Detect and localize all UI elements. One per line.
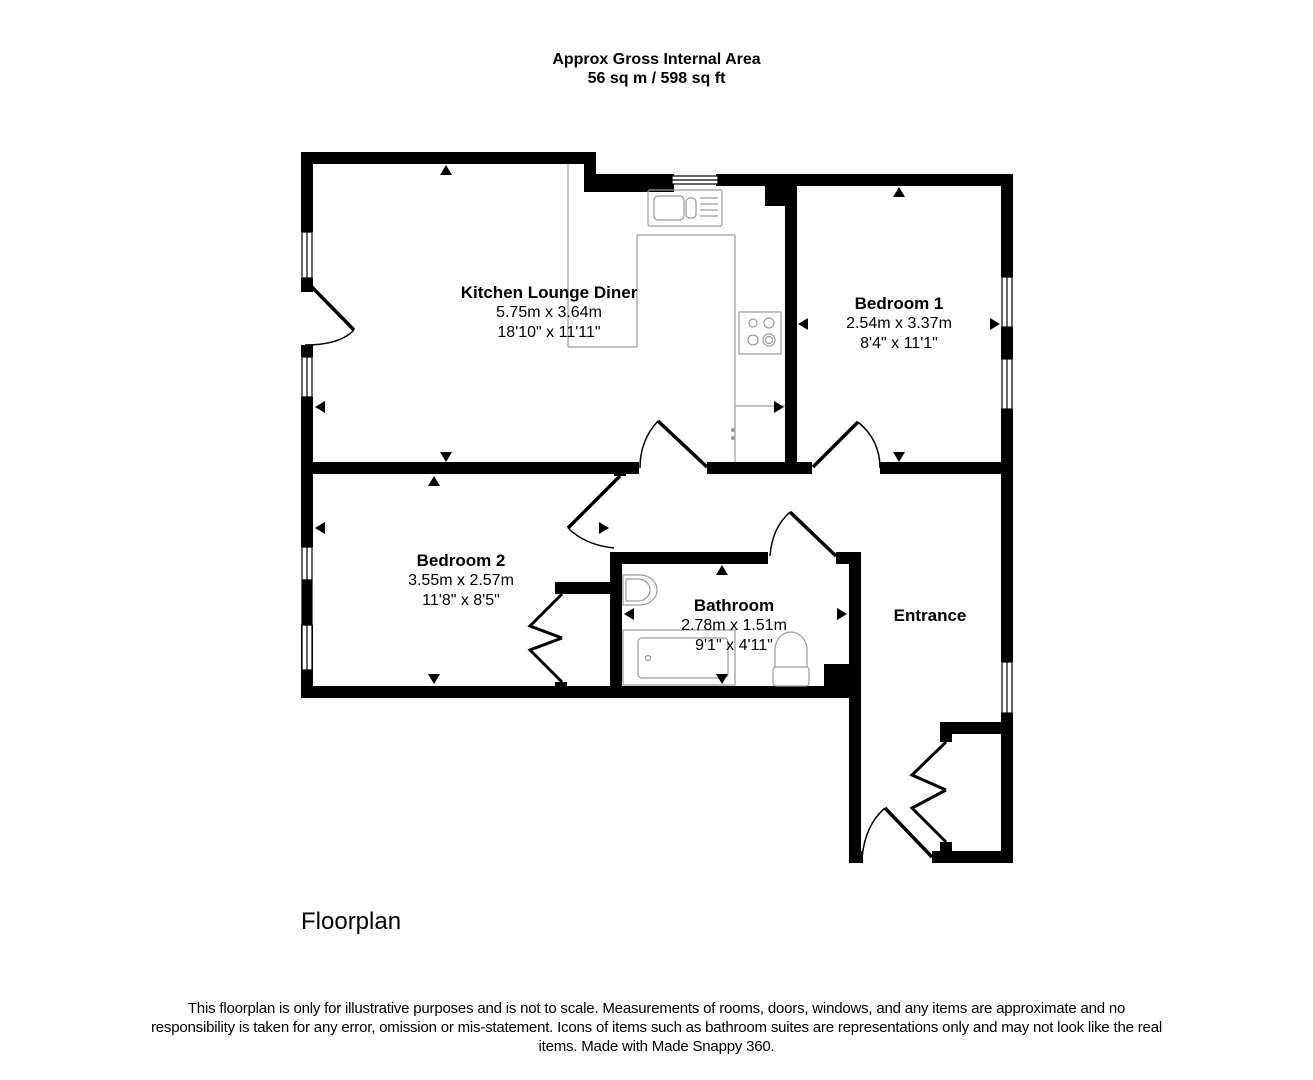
bathroom-fixtures <box>622 574 810 687</box>
room-name: Bedroom 1 <box>854 294 944 313</box>
kitchen-fixtures <box>567 164 785 462</box>
walls <box>301 152 1013 863</box>
room-metric: 3.55m x 2.57m <box>408 572 514 589</box>
room-bathroom: Bathroom 2.78m x 1.51m 9'1" x 4'11" <box>664 596 804 656</box>
room-metric: 2.54m x 3.37m <box>846 315 952 332</box>
room-metric: 5.75m x 3.64m <box>496 304 602 321</box>
room-kitchen-lounge-diner: Kitchen Lounge Diner 5.75m x 3.64m 18'10… <box>449 283 649 343</box>
floor-name: Floorplan <box>301 908 402 935</box>
room-entrance: Entrance <box>870 606 990 626</box>
area-title: Approx Gross Internal Area <box>552 51 761 68</box>
windows <box>301 175 1013 714</box>
disclaimer: This floorplan is only for illustrative … <box>151 1000 1162 1055</box>
room-imperial: 9'1" x 4'11" <box>695 637 773 654</box>
room-bedroom-2: Bedroom 2 3.55m x 2.57m 11'8" x 8'5" <box>391 551 531 611</box>
room-imperial: 8'4" x 11'1" <box>860 335 938 352</box>
area-header: Approx Gross Internal Area 56 sq m / 598… <box>0 50 1313 88</box>
room-name: Kitchen Lounge Diner <box>460 283 638 302</box>
room-bedroom-1: Bedroom 1 2.54m x 3.37m 8'4" x 11'1" <box>829 294 969 354</box>
area-value: 56 sq m / 598 sq ft <box>587 70 726 87</box>
room-metric: 2.78m x 1.51m <box>681 617 787 634</box>
room-imperial: 18'10" x 11'11" <box>497 324 601 341</box>
doors <box>303 278 948 859</box>
room-name: Bathroom <box>693 596 775 615</box>
dimension-markers <box>315 165 1000 684</box>
room-imperial: 11'8" x 8'5" <box>422 592 500 609</box>
room-name: Bedroom 2 <box>416 551 506 570</box>
room-name: Entrance <box>893 606 967 625</box>
